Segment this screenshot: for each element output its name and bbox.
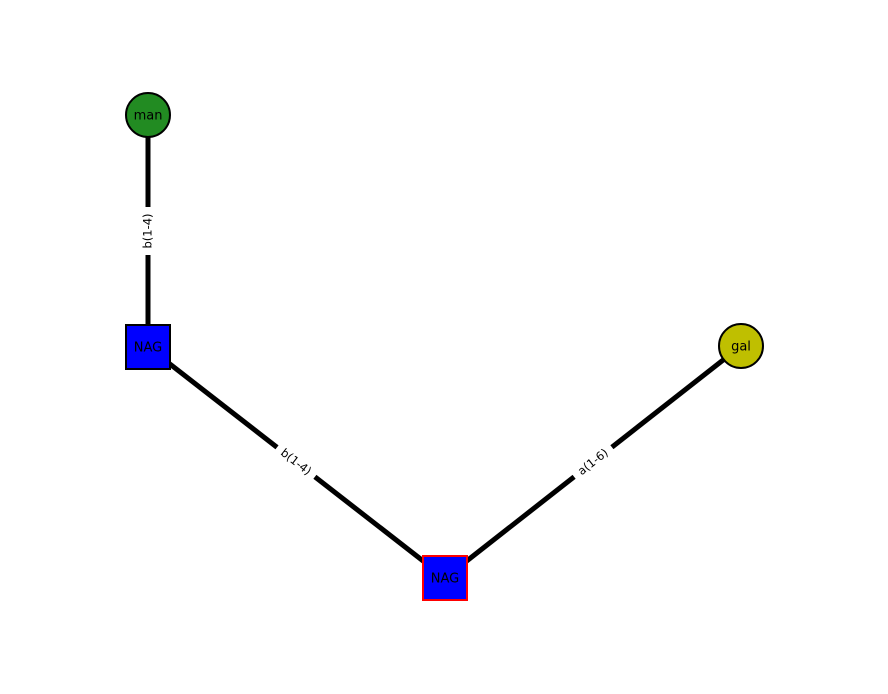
node-nag-2 xyxy=(422,555,468,601)
node-label-man: man xyxy=(134,109,163,124)
node-label-nag-2: NAG xyxy=(431,572,459,587)
node-man xyxy=(125,92,171,138)
node-label-gal: gal xyxy=(731,340,751,355)
node-gal xyxy=(718,323,764,369)
node-nag-1 xyxy=(125,324,171,370)
edge-label-man-nag1: b(1-4) xyxy=(141,213,155,248)
edge-label-bg-nag1-nag2 xyxy=(271,440,321,484)
node-label-nag-1: NAG xyxy=(134,341,162,356)
edge-label-bg-nag2-gal xyxy=(568,440,618,484)
edge-label-bg-man-nag1 xyxy=(139,207,157,255)
